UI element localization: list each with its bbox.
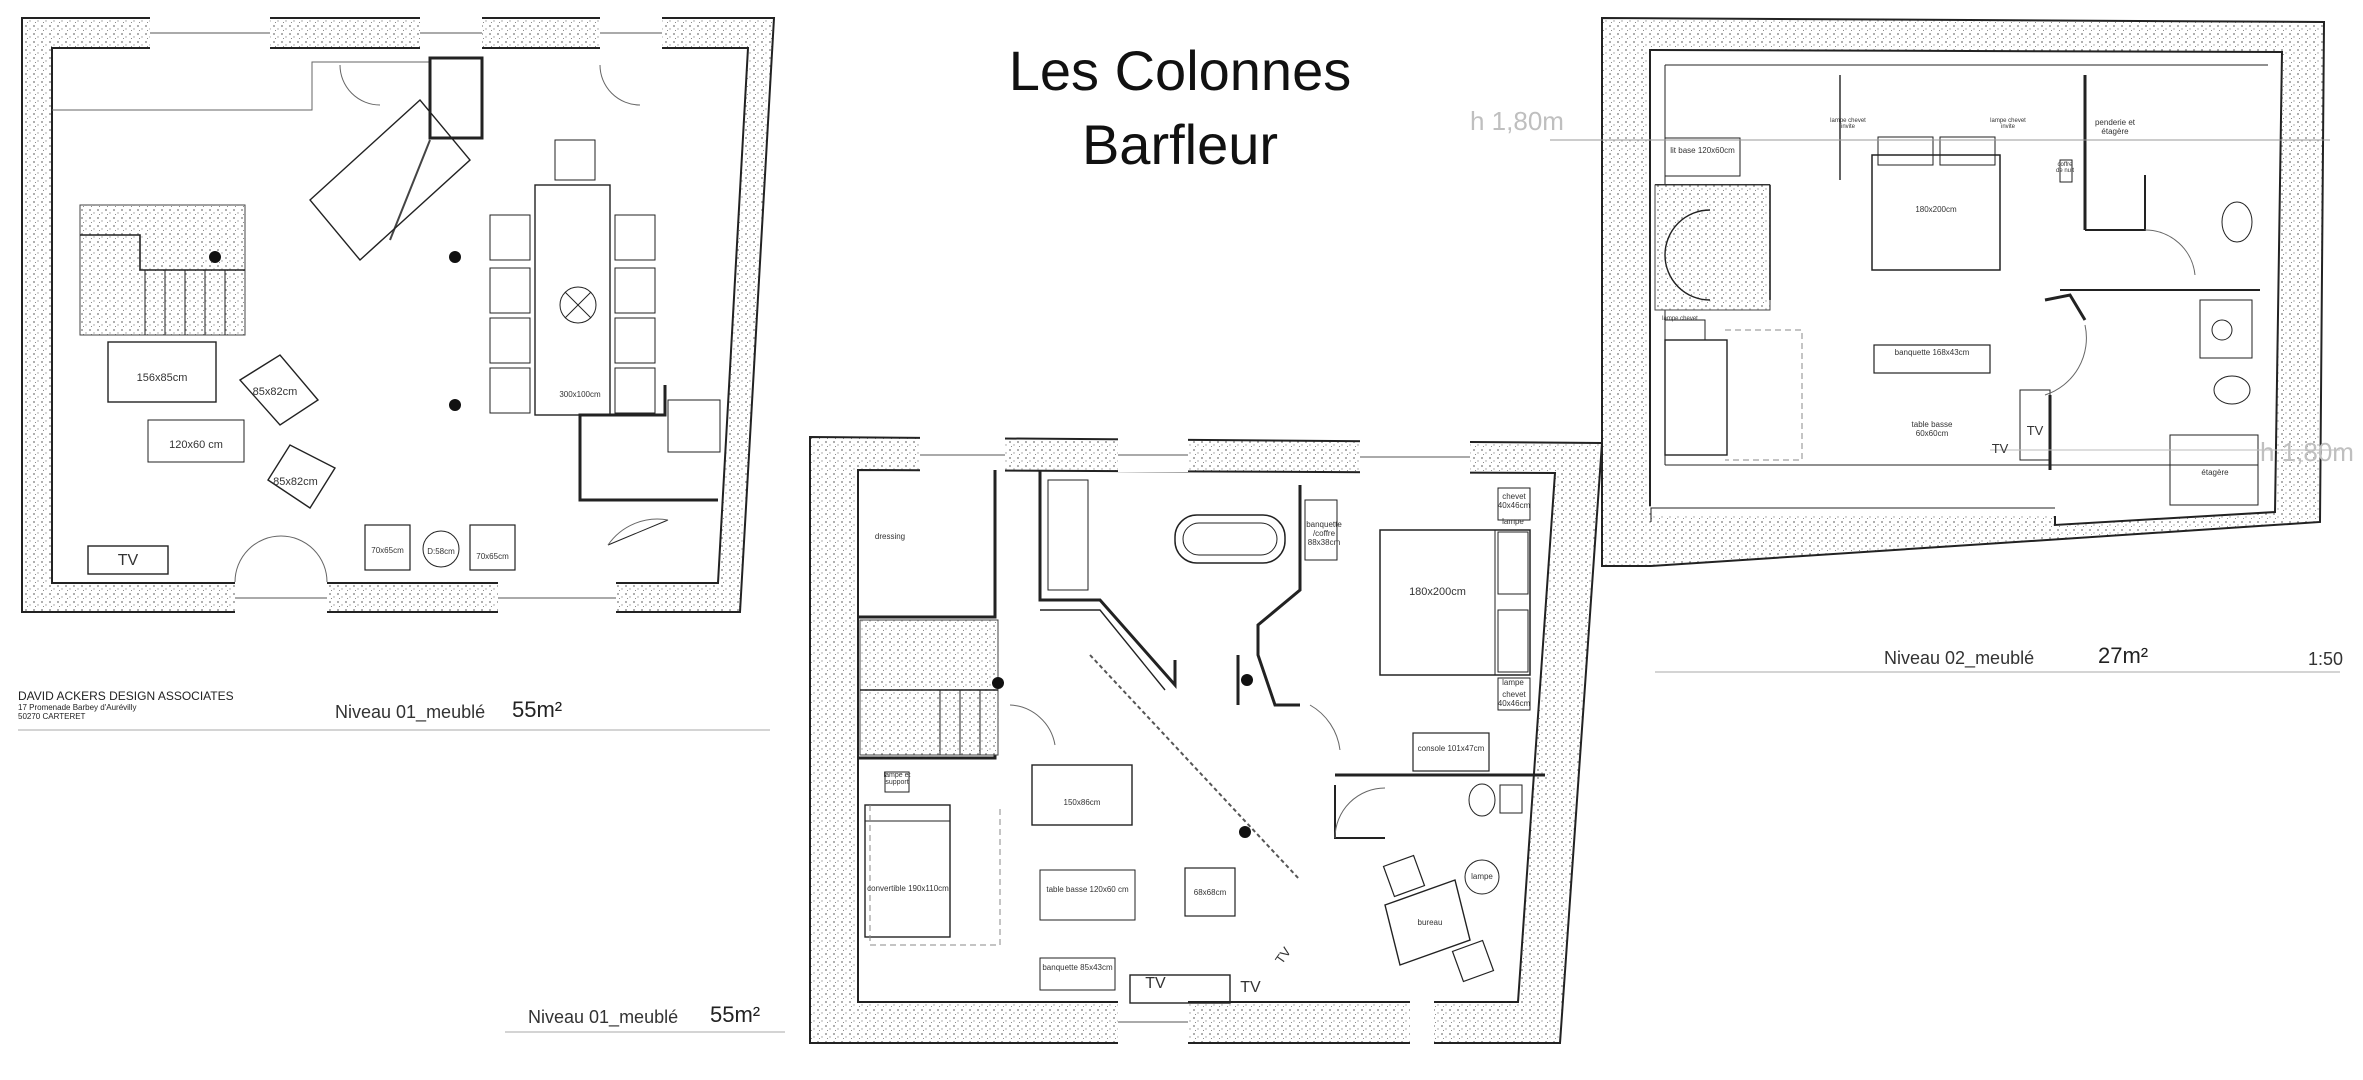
label-coffee-table: 120x60 cm [169, 439, 223, 451]
label-first-tv-2: TV [1240, 979, 1261, 996]
second-level-title: Niveau 02_meublé [1884, 648, 2035, 668]
label-lampe-1: lampe [1502, 517, 1524, 526]
firm-block: DAVID ACKERS DESIGN ASSOCIATES 17 Promen… [18, 689, 234, 722]
label-lampe-3: lampe [1471, 872, 1493, 881]
label-second-tv-1: TV [1991, 441, 2009, 456]
label-dressing: dressing [874, 532, 906, 541]
first-area: 55m² [710, 1002, 761, 1027]
ground-level-title: Niveau 01_meublé [335, 702, 486, 722]
label-first-coffee-table: table basse 120x60 cm [1046, 885, 1129, 894]
label-sofa: 156x85cm [136, 372, 188, 384]
label-second-banquette: banquette 168x43cm [1894, 348, 1970, 357]
height-marker-right: h 1,80m [2260, 437, 2354, 467]
label-second-tv-2: TV [2026, 423, 2044, 438]
height-marker-left: h 1,80m [1470, 106, 1564, 136]
label-table-basse: table basse 60x60cm [1911, 420, 1953, 438]
label-lampe-support: lampe et support [883, 772, 911, 786]
label-dining-table: 300x100cm [559, 390, 601, 399]
label-lampe-2: lampe [1502, 678, 1524, 687]
label-pouf: 68x68cm [1193, 888, 1227, 897]
label-ground-tv: TV [117, 552, 139, 569]
label-first-bed: 180x200cm [1409, 586, 1466, 598]
label-first-sofa: 150x86cm [1063, 798, 1101, 807]
label-bureau: bureau [1417, 918, 1443, 927]
label-coffre: coffre de nuit [2055, 162, 2074, 174]
label-lampe-lit: lampe chevet [1662, 316, 1698, 322]
label-chair-2: 70x65cm [476, 552, 509, 561]
firm-name: DAVID ACKERS DESIGN ASSOCIATES [18, 689, 234, 703]
firm-address-1: 17 Promenade Barbey d'Aurévilly [18, 703, 137, 712]
firm-address-2: 50270 CARTERET [18, 712, 86, 721]
label-first-tv-1: TV [1145, 975, 1166, 992]
plan-title-line-2: Barfleur [1081, 113, 1279, 176]
label-armchair-2: 85x82cm [273, 476, 318, 488]
scale-label: 1:50 [2308, 649, 2344, 669]
ground-floor-plan [21, 17, 776, 614]
label-lampe-chevet-2: lampe chevet invite [1990, 118, 2026, 130]
label-second-bed: 180x200cm [1915, 205, 1957, 214]
ground-area: 55m² [512, 697, 563, 722]
label-console: console 101x47cm [1417, 744, 1485, 753]
ground-exterior-wall [21, 17, 776, 613]
label-armchair-1: 85x82cm [252, 386, 298, 398]
label-side-table: D:58cm [427, 547, 455, 556]
first-level-title: Niveau 01_meublé [528, 1007, 679, 1027]
label-banquette-coffre: banquette /coffre 88x38cm [1306, 520, 1342, 547]
label-first-banquette: banquette 85x43cm [1042, 963, 1113, 972]
label-lit-base: lit base 120x60cm [1670, 146, 1735, 155]
second-floor-plan [1550, 16, 2340, 567]
label-lampe-chevet-1: lampe chevet invite [1830, 118, 1866, 130]
label-chevet-2: chevet 40x46cm [1497, 690, 1531, 708]
second-area: 27m² [2098, 643, 2149, 668]
label-chevet-1: chevet 40x46cm [1497, 492, 1531, 510]
label-chair-1: 70x65cm [371, 546, 404, 555]
plan-title-line-1: Les Colonnes [1008, 39, 1352, 102]
first-floor-plan [809, 435, 1604, 1045]
label-convertible: convertible 190x110cm [867, 884, 949, 893]
label-penderie: penderie et étagère [2094, 118, 2136, 136]
first-exterior-wall [809, 435, 1604, 1044]
label-etagere: étagère [2201, 468, 2229, 477]
